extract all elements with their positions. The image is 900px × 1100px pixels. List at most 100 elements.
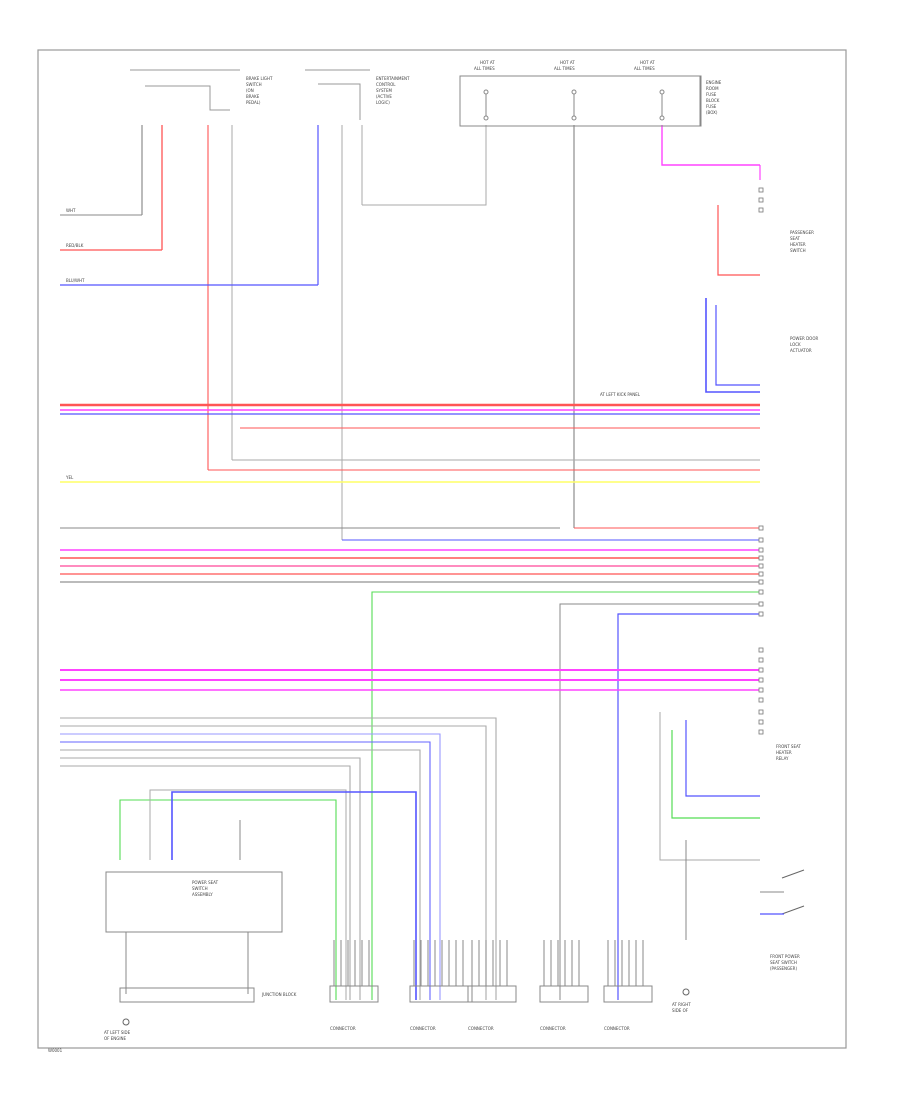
connector-label: CONNECTOR (604, 1026, 630, 1031)
passenger-label: SWITCH (790, 248, 806, 253)
fuse-icon (659, 89, 665, 95)
terminal-mark (758, 571, 764, 577)
wire-label-blu-wht: BLU/WHT (66, 278, 85, 283)
ground-icon (122, 1018, 130, 1026)
door-label: POWER DOOR (790, 336, 818, 341)
power-seat-switch-box (105, 871, 283, 933)
brake-switch-label: (ON (246, 88, 254, 93)
fuse-sub: ALL TIMES (634, 66, 655, 71)
ecs-label: ENTERTAINMENT (376, 76, 410, 81)
connector-block (329, 985, 379, 1003)
passenger-label: HEATER (790, 242, 806, 247)
wire-grn (371, 591, 760, 1000)
front-power-label: (PASSENGER) (770, 966, 797, 971)
wires-layer (60, 69, 805, 1000)
fuse-icon (483, 89, 489, 95)
harness-wire (60, 725, 487, 1000)
wire-label-wht: WHT (66, 208, 76, 213)
relay-label: FRONT SEAT (776, 744, 801, 749)
switch-label: SWITCH (192, 886, 208, 891)
wire-label-yel: YEL (65, 475, 74, 480)
terminal-mark (758, 187, 764, 193)
terminal-mark (758, 611, 764, 617)
terminal-mark (758, 657, 764, 663)
ecs-label: LOGIC) (376, 100, 390, 105)
terminal-mark (758, 697, 764, 703)
fuse-drop-magenta (661, 125, 760, 166)
right-blue-796 (685, 720, 760, 797)
terminal-mark (758, 647, 764, 653)
ecs-link (318, 83, 361, 120)
harness-wire (60, 717, 497, 1000)
fuse-icon (483, 115, 489, 121)
door-label: ACTUATOR (790, 348, 812, 353)
terminal-mark (758, 555, 764, 561)
terminal-mark (758, 537, 764, 543)
fuse-icon (571, 115, 577, 121)
ecs-label: (ACTIVE (376, 94, 392, 99)
terminal-mark (758, 563, 764, 569)
switch-blue (171, 791, 417, 1000)
connector-block (603, 985, 653, 1003)
terminal-mark (758, 589, 764, 595)
relay-label: RELAY (776, 756, 789, 761)
wire-label-red-blk: RED/BLK (66, 243, 84, 248)
labels-layer: BRAKE LIGHTSWITCH(ONBRAKEPEDAL)ENTERTAIN… (65, 60, 818, 1041)
switch-green (119, 799, 337, 1000)
switch-gray (149, 789, 347, 1000)
kick-panel-label: AT LEFT KICK PANEL (600, 392, 641, 397)
brake-switch-label: SWITCH (246, 82, 262, 87)
connector-block (409, 985, 473, 1003)
brake-switch-link (145, 85, 230, 111)
components-layer (105, 75, 764, 1026)
junction-label: JUNCTION BLOCK (261, 992, 297, 997)
switch-contact (781, 869, 805, 879)
fuse-block-label: ENGINE (706, 80, 722, 85)
fuse-block-label: (BOX) (706, 110, 718, 115)
right-red-loop (717, 205, 760, 276)
fuse-icon (571, 89, 577, 95)
terminal-mark (758, 687, 764, 693)
front-power-label: FRONT POWER (770, 954, 800, 959)
connector-block (539, 985, 589, 1003)
right-gray-loop (659, 712, 760, 861)
terminal-mark (758, 525, 764, 531)
terminal-mark (758, 547, 764, 553)
terminal-mark (758, 207, 764, 213)
terminal-mark (758, 197, 764, 203)
connector-label: CONNECTOR (330, 1026, 356, 1031)
footer-code: W0001 (48, 1048, 63, 1053)
brake-switch-label: PEDAL) (246, 100, 261, 105)
ground-label: AT LEFT SIDE (104, 1030, 131, 1035)
harness-wire (60, 765, 351, 1000)
diagram-frame (37, 49, 847, 1049)
switch-contact (781, 905, 805, 915)
fuse-sub: ALL TIMES (474, 66, 495, 71)
connector-label: CONNECTOR (410, 1026, 436, 1031)
fuse-block-label: ROOM (706, 86, 719, 91)
right-green-818 (671, 730, 760, 819)
fuse-block-label: BLOCK (706, 98, 720, 103)
relay-label: HEATER (776, 750, 792, 755)
ground-label: OF ENGINE (104, 1036, 127, 1041)
brake-switch-label: BRAKE (246, 94, 260, 99)
terminal-mark (758, 729, 764, 735)
harness-wire (60, 733, 441, 1000)
terminal-mark (758, 677, 764, 683)
switch-label: ASSEMBLY (192, 892, 213, 897)
terminal-mark (758, 579, 764, 585)
right-blue-loop-2 (715, 305, 760, 386)
fuse-header: HOT AT (640, 60, 655, 65)
harness-wire (60, 749, 421, 1000)
harness-wire (60, 757, 361, 1000)
fuse-icon (659, 115, 665, 121)
door-label: LOCK (790, 342, 801, 347)
brake-switch-label: BRAKE LIGHT (246, 76, 273, 81)
fuse-header: HOT AT (560, 60, 575, 65)
terminal-mark (758, 709, 764, 715)
fuse-header: HOT AT (480, 60, 495, 65)
terminal-mark (758, 601, 764, 607)
connector-label: CONNECTOR (468, 1026, 494, 1031)
wire-blue-614 (617, 613, 760, 1000)
